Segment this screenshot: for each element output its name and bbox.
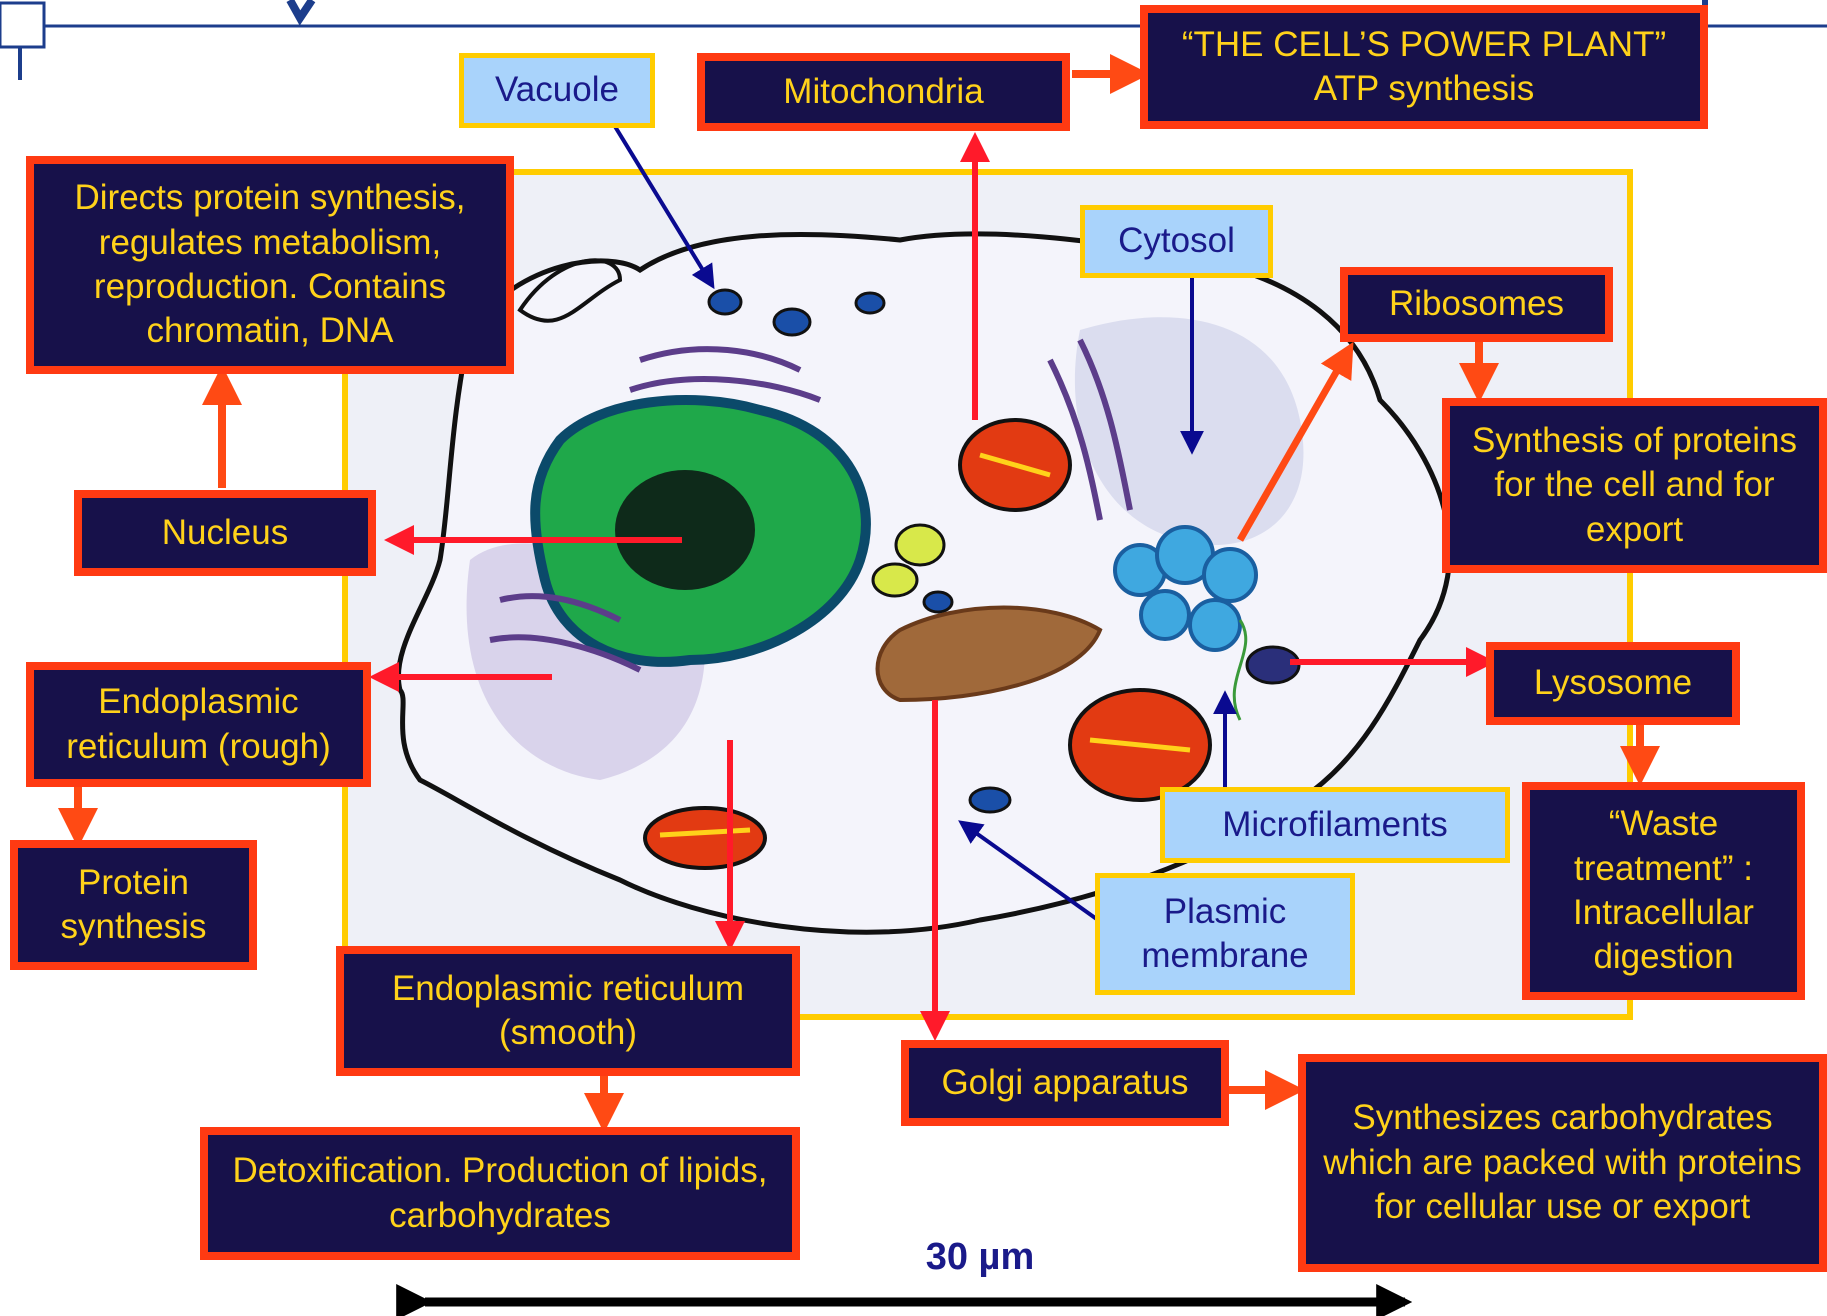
label-detox: Detoxification. Production of lipids, ca… [200,1127,800,1260]
label-vacuole: Vacuole [459,53,655,128]
label-ribosomes: Ribosomes [1340,267,1613,342]
label-cytosol: Cytosol [1080,205,1273,278]
scale-label: 30 µm [900,1236,1060,1279]
label-protein-synthesis: Protein synthesis [10,840,257,970]
label-nucleus-function: Directs protein synthesis, regulates met… [26,156,514,374]
arrow-plasmic-membrane [962,823,1098,920]
label-plasmic-membrane: Plasmic membrane [1095,873,1355,995]
label-golgi-function: Synthesizes carbohydrates which are pack… [1298,1054,1827,1272]
label-power-plant: “THE CELL’S POWER PLANT” ATP synthesis [1140,5,1708,129]
label-mitochondria: Mitochondria [697,53,1070,131]
label-nucleus: Nucleus [74,490,376,576]
label-golgi: Golgi apparatus [901,1040,1229,1126]
label-microfilaments: Microfilaments [1160,787,1510,863]
label-lysosome: Lysosome [1486,642,1740,725]
label-er-smooth: Endoplasmic reticulum (smooth) [336,946,800,1076]
arrow-ribosomes [1240,348,1350,540]
arrow-vacuole [608,115,712,285]
label-er-rough: Endoplasmic reticulum (rough) [26,662,371,787]
label-ribosome-function: Synthesis of proteins for the cell and f… [1442,398,1827,573]
label-waste-treatment: “Waste treatment” : Intracellular digest… [1522,782,1805,1000]
